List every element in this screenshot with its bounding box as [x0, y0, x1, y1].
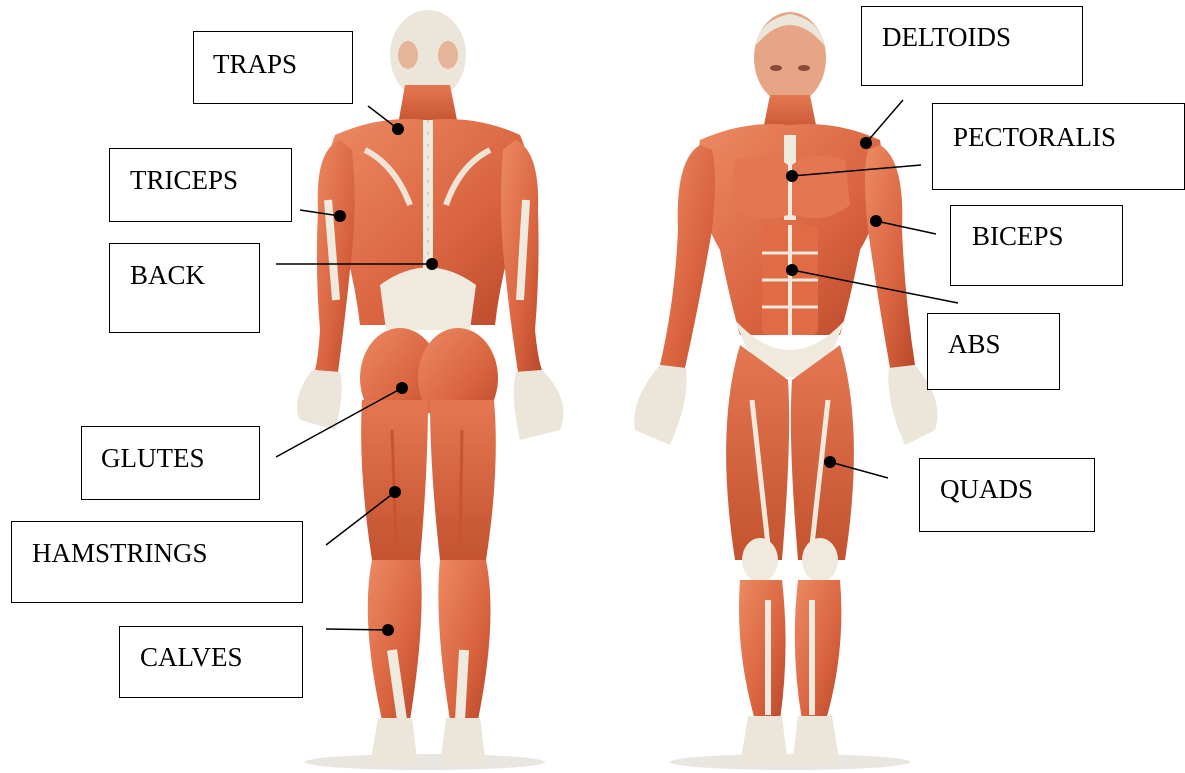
hamstrings-label: HAMSTRINGS [32, 540, 208, 567]
abs-label: ABS [948, 331, 1001, 358]
back-label-box: BACK [109, 243, 260, 333]
traps-label: TRAPS [213, 51, 297, 78]
triceps-label-box: TRICEPS [109, 148, 292, 222]
quads-label: QUADS [940, 476, 1033, 503]
quads-label-box: QUADS [919, 458, 1095, 532]
traps-label-box: TRAPS [193, 31, 353, 104]
back-body-figure [297, 10, 564, 770]
calves-label: CALVES [140, 644, 243, 671]
abs-label-box: ABS [927, 313, 1060, 390]
triceps-label: TRICEPS [130, 167, 238, 194]
back-label: BACK [130, 262, 205, 289]
front-body-figure [634, 12, 937, 770]
hamstrings-label-box: HAMSTRINGS [11, 521, 303, 603]
pectoralis-label-box: PECTORALIS [932, 103, 1185, 190]
glutes-label-box: GLUTES [81, 426, 260, 500]
deltoids-label-box: DELTOIDS [861, 6, 1083, 86]
pectoralis-label: PECTORALIS [953, 124, 1116, 151]
biceps-label-box: BICEPS [950, 205, 1123, 286]
glutes-label: GLUTES [101, 445, 205, 472]
front-head [754, 12, 826, 104]
biceps-label: BICEPS [972, 223, 1064, 250]
calves-label-box: CALVES [119, 626, 303, 698]
deltoids-label: DELTOIDS [882, 24, 1011, 51]
